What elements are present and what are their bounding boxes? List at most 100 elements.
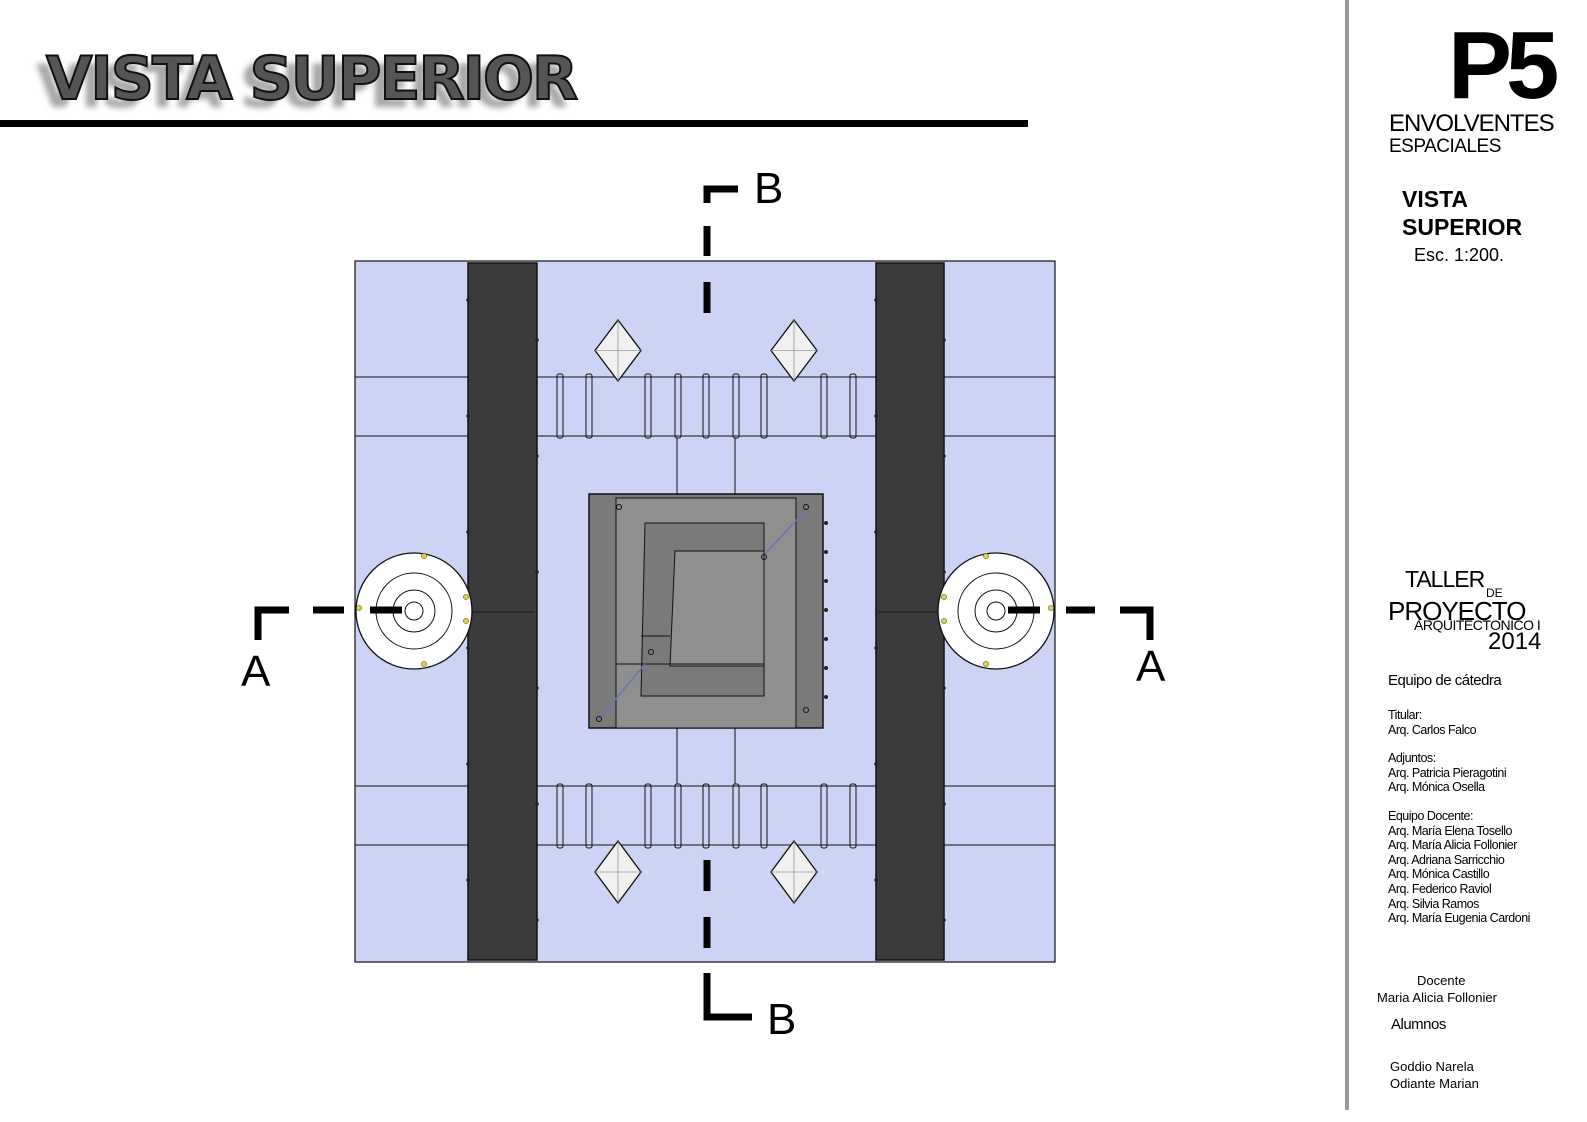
bridge-rib bbox=[585, 783, 593, 849]
section-label-b-top: B bbox=[754, 164, 784, 213]
bridge-rib bbox=[644, 783, 652, 849]
anchor-dot bbox=[466, 298, 470, 302]
sheet-title: VISTA SUPERIOR bbox=[1402, 185, 1522, 241]
circular-tank bbox=[355, 552, 473, 670]
alumnos-label: Alumnos bbox=[1391, 1016, 1446, 1033]
sidebar-logo-subtitle-1: ENVOLVENTES bbox=[1389, 110, 1555, 137]
bridge-rib bbox=[702, 783, 710, 849]
title-rule bbox=[0, 120, 1028, 127]
bridge-rib bbox=[732, 783, 740, 849]
docente-name: Maria Alicia Follonier bbox=[1377, 990, 1497, 1005]
adjuntos-label: Adjuntos: bbox=[1388, 751, 1436, 766]
bridge-rib bbox=[849, 373, 857, 439]
equipo-member: Arq. Mónica Castillo bbox=[1388, 867, 1490, 882]
anchor-dot bbox=[466, 414, 470, 418]
anchor-dot bbox=[942, 570, 946, 574]
alumno-name: Odiante Marian bbox=[1390, 1076, 1479, 1091]
core-bolt bbox=[803, 707, 809, 713]
titular-name: Arq. Carlos Falco bbox=[1388, 722, 1477, 737]
bridge-rib bbox=[820, 373, 828, 439]
section-label-a-left: A bbox=[241, 647, 271, 696]
bridge-rib bbox=[556, 373, 564, 439]
core-edge-dot bbox=[824, 666, 828, 670]
bridge-rib bbox=[760, 783, 768, 849]
tank-fixture bbox=[983, 661, 989, 667]
tank-fixture bbox=[421, 661, 427, 667]
section-cut-line-b bbox=[703, 973, 752, 1021]
tank-core bbox=[986, 601, 1006, 621]
anchor-dot bbox=[874, 762, 878, 766]
tank-fixture bbox=[421, 553, 427, 559]
core-edge-dot bbox=[824, 637, 828, 641]
bridge-rib bbox=[644, 373, 652, 439]
sheet-title-line-2: SUPERIOR bbox=[1402, 214, 1523, 240]
page-title: VISTA SUPERIOR bbox=[45, 43, 579, 115]
equipo-member: Arq. María Elena Tosello bbox=[1388, 823, 1512, 838]
anchor-dot bbox=[535, 802, 539, 806]
equipo-member: Arq. María Eugenia Cardoni bbox=[1388, 911, 1530, 926]
adjunto-name: Arq. Mónica Osella bbox=[1388, 780, 1485, 795]
core-bolt bbox=[803, 504, 809, 510]
equipo-member: Arq. Adriana Sarricchio bbox=[1388, 852, 1505, 867]
anchor-dot bbox=[535, 570, 539, 574]
section-cut-line-a bbox=[254, 606, 289, 640]
core-bolt bbox=[596, 716, 602, 722]
section-cut-line-a bbox=[1120, 606, 1154, 640]
taller-de: DE bbox=[1486, 586, 1503, 600]
core-center bbox=[669, 550, 765, 667]
bridge-rib bbox=[732, 373, 740, 439]
tank-fixture bbox=[983, 553, 989, 559]
tank-fixture bbox=[1048, 605, 1054, 611]
core-edge-dot bbox=[824, 521, 828, 525]
core-bolt bbox=[761, 554, 767, 560]
anchor-dot bbox=[535, 918, 539, 922]
taller-year: 2014 bbox=[1488, 628, 1542, 655]
core-edge-dot bbox=[824, 550, 828, 554]
bridge-rib bbox=[674, 373, 682, 439]
taller-line-1: TALLER bbox=[1405, 566, 1485, 592]
core-edge-dot bbox=[824, 579, 828, 583]
adjunto-name: Arq. Patricia Pieragotini bbox=[1388, 765, 1507, 780]
top-view-plan bbox=[254, 185, 1154, 1021]
anchor-dot bbox=[942, 918, 946, 922]
anchor-dot bbox=[535, 454, 539, 458]
sheet-title-line-1: VISTA bbox=[1402, 186, 1469, 212]
sidebar-logo-subtitle-2: ESPACIALES bbox=[1389, 136, 1501, 157]
team-heading: Equipo de cátedra bbox=[1388, 672, 1502, 689]
sidebar-divider bbox=[1345, 0, 1349, 1110]
core-edge-dot bbox=[824, 608, 828, 612]
section-label-a-right: A bbox=[1136, 642, 1166, 691]
anchor-dot bbox=[874, 878, 878, 882]
anchor-dot bbox=[874, 414, 878, 418]
bridge-rib bbox=[820, 783, 828, 849]
equipo-label: Equipo Docente: bbox=[1388, 808, 1473, 823]
taller-line-2: PROYECTO bbox=[1388, 596, 1526, 626]
equipo-member: Arq. María Alicia Follonier bbox=[1388, 838, 1517, 853]
alumnos-list: Goddio Narela Odiante Marian bbox=[1390, 1058, 1479, 1092]
anchor-dot bbox=[874, 530, 878, 534]
core-diagonal bbox=[763, 511, 805, 556]
anchor-dot bbox=[535, 338, 539, 342]
bridge-rib bbox=[849, 783, 857, 849]
alumno-name: Goddio Narela bbox=[1390, 1059, 1474, 1074]
taller-line-3: ARQUITECTONICO I bbox=[1414, 617, 1541, 633]
equipo-member: Arq. Federico Raviol bbox=[1388, 881, 1492, 896]
sheet-scale: Esc. 1:200. bbox=[1414, 245, 1505, 265]
bridge-rib bbox=[760, 373, 768, 439]
team-list: Titular: Arq. Carlos Falco Adjuntos: Arq… bbox=[1388, 708, 1530, 926]
section-cut-line-b bbox=[703, 185, 738, 203]
bridge-rib bbox=[556, 783, 564, 849]
tank-fixture bbox=[941, 618, 947, 624]
core-diagonal bbox=[598, 663, 646, 720]
bridge-rib bbox=[702, 373, 710, 439]
tank-fixture bbox=[463, 594, 469, 600]
anchor-dot bbox=[942, 686, 946, 690]
circular-tank bbox=[937, 552, 1055, 670]
equipo-member: Arq. Silvia Ramos bbox=[1388, 896, 1479, 911]
anchor-dot bbox=[535, 686, 539, 690]
section-label-b-bottom: B bbox=[767, 995, 797, 1044]
anchor-dot bbox=[466, 530, 470, 534]
anchor-dot bbox=[466, 878, 470, 882]
core-bolt bbox=[616, 504, 622, 510]
tank-fixture bbox=[463, 618, 469, 624]
